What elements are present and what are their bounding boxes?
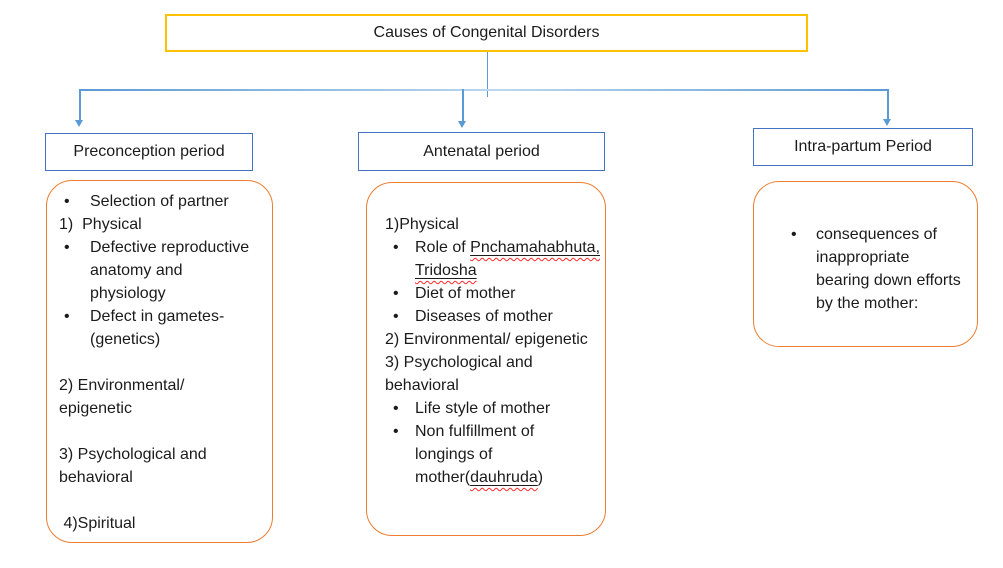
header-box-intrapartum: Intra-partum Period — [753, 128, 973, 166]
list-item: 1) Physical — [47, 213, 272, 236]
list-item-text: Life style of mother — [415, 400, 551, 417]
connector-arrow-middle — [462, 89, 464, 122]
list-item-text: 2) Environmental/ epigenetic — [385, 331, 588, 348]
header-box-antenatal: Antenatal period — [358, 132, 605, 171]
misspelled-word: dauhruda — [470, 469, 538, 486]
bullet-icon: • — [64, 239, 70, 256]
list-item-text: 3) Psychological and behavioral — [385, 354, 533, 394]
bullet-icon: • — [393, 285, 399, 302]
connector-arrow-left — [79, 89, 81, 121]
list-item: • Role of Pnchamahabhuta, Tridosha — [367, 236, 605, 282]
content-box-antenatal: 1)Physical • Role of Pnchamahabhuta, Trid… — [366, 182, 606, 536]
spacer — [47, 489, 272, 512]
list-item: • Diseases of mother — [367, 305, 605, 328]
connector-stem — [487, 52, 489, 97]
list-item: 3) Psychological and behavioral — [367, 351, 605, 397]
bullet-icon: • — [64, 193, 70, 210]
header-label: Preconception period — [73, 143, 225, 160]
list-item-text: Defective reproductive anatomy and physi… — [90, 239, 250, 302]
text-segment: ) — [537, 469, 544, 486]
list-item-text: consequences of inappropriate bearing do… — [816, 226, 961, 312]
list-item: • Non fulfillment of longings of mother(… — [367, 420, 605, 489]
title-box: Causes of Congenital Disorders — [165, 14, 808, 52]
list-item: • Life style of mother — [367, 397, 605, 420]
connector-arrow-right — [887, 89, 889, 120]
bullet-icon: • — [791, 226, 797, 243]
list-item: 2) Environmental/ epigenetic — [367, 328, 605, 351]
content-box-intrapartum: • consequences of inappropriate bearing … — [753, 181, 978, 347]
header-label: Intra-partum Period — [794, 138, 932, 155]
list-item-text: 3) Psychological and behavioral — [59, 446, 207, 486]
list-item-text: 1) Physical — [59, 216, 142, 233]
list-item-text: 1)Physical — [385, 216, 459, 233]
list-item: 1)Physical — [367, 213, 605, 236]
list-item-text: Selection of partner — [90, 193, 229, 210]
list-item-text: Diet of mother — [415, 285, 516, 302]
spacer — [47, 420, 272, 443]
bullet-icon: • — [393, 308, 399, 325]
text-segment: Non fulfillment of longings of mother( — [415, 423, 535, 486]
list-item: 4)Spiritual — [47, 512, 272, 535]
bullet-icon: • — [393, 400, 399, 417]
misspelled-word: Tridosha — [415, 262, 477, 279]
header-box-preconception: Preconception period — [45, 133, 253, 171]
list-item-text: Role of Pnchamahabhuta, Tridosha — [415, 236, 605, 282]
arrowhead-down-icon — [75, 120, 83, 127]
spacer — [47, 351, 272, 374]
list-item: 3) Psychological and behavioral — [47, 443, 272, 489]
header-label: Antenatal period — [423, 142, 540, 160]
list-item: • Diet of mother — [367, 282, 605, 305]
list-item-text: Non fulfillment of longings of mother(da… — [415, 420, 605, 489]
list-item-text: Diseases of mother — [415, 308, 553, 325]
list-item: • Selection of partner — [47, 190, 272, 213]
bullet-icon: • — [64, 308, 70, 325]
arrowhead-down-icon — [458, 121, 466, 128]
list-item: • Defective reproductive anatomy and phy… — [47, 236, 272, 305]
list-item: • consequences of inappropriate bearing … — [754, 223, 977, 315]
bullet-icon: • — [393, 423, 399, 440]
list-item: • Defect in gametes- (genetics) — [47, 305, 272, 351]
list-item-text: Defect in gametes- (genetics) — [90, 308, 225, 348]
bullet-icon: • — [393, 239, 399, 256]
arrowhead-down-icon — [883, 119, 891, 126]
connector-horizontal-line — [79, 89, 888, 91]
diagram-title: Causes of Congenital Disorders — [373, 24, 600, 41]
text-segment: Role of — [415, 239, 471, 256]
misspelled-word: Pnchamahabhuta, — [470, 239, 601, 256]
content-box-preconception: • Selection of partner 1) Physical • Def… — [46, 180, 273, 543]
list-item-text: 4)Spiritual — [59, 515, 136, 532]
list-item-text: 2) Environmental/ epigenetic — [59, 377, 185, 417]
list-item: 2) Environmental/ epigenetic — [47, 374, 272, 420]
